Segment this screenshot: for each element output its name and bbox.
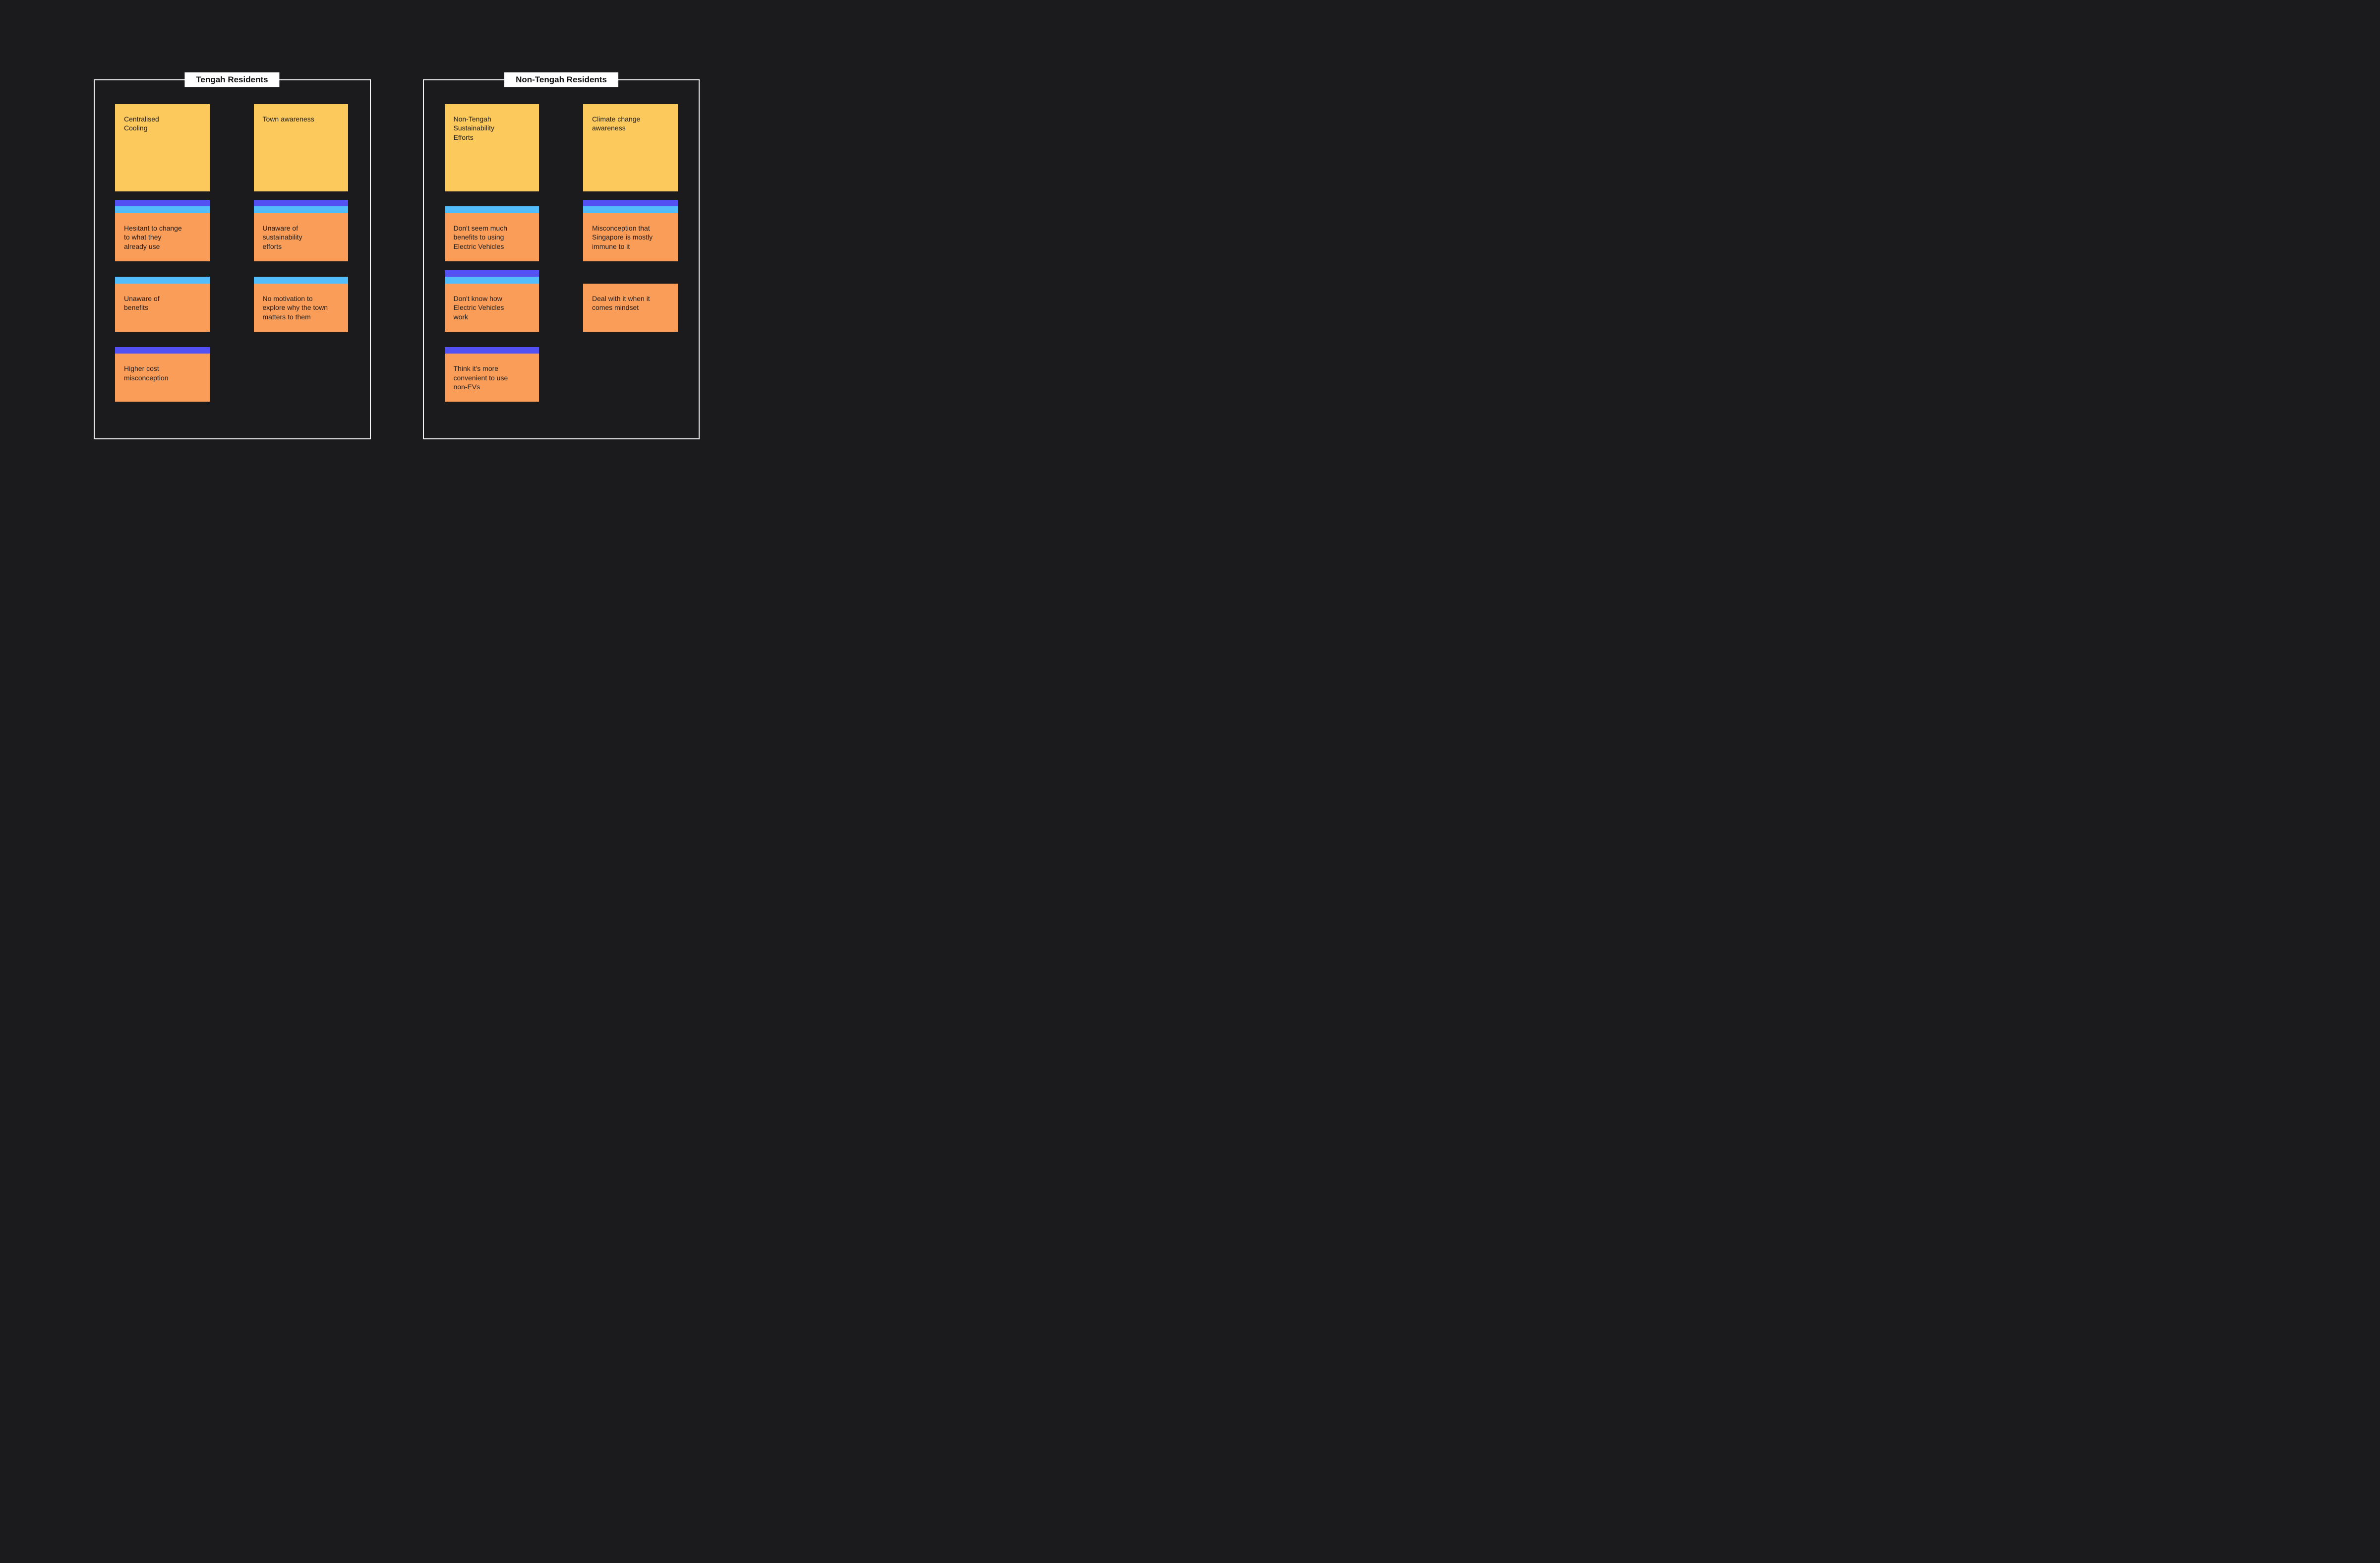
sticky-note[interactable]: Don't seem much benefits to using Electr… [444, 206, 539, 262]
sticky-note[interactable]: Misconception that Singapore is mostly i… [583, 199, 678, 262]
sticky-note-text: Don't know how Electric Vehicles work [453, 294, 504, 321]
frame-title-non-tengah-residents[interactable]: Non-Tengah Residents [504, 72, 618, 87]
sticky-note-text: Hesitant to change to what they already … [124, 224, 182, 251]
tag-strip-blue[interactable] [115, 276, 210, 284]
frame-title-tengah-residents[interactable]: Tengah Residents [184, 72, 280, 87]
tag-strip-blue[interactable] [115, 206, 210, 213]
sticky-note-header[interactable]: Climate change awareness [583, 104, 678, 191]
sticky-note[interactable]: Higher cost misconception [115, 347, 210, 402]
sticky-note[interactable]: Deal with it when it comes mindset [583, 283, 678, 332]
tag-strip-purple[interactable] [444, 347, 539, 354]
sticky-note[interactable]: Hesitant to change to what they already … [115, 199, 210, 262]
sticky-note[interactable]: Unaware of benefits [115, 276, 210, 332]
sticky-note-text: Think it's more convenient to use non-EV… [453, 364, 508, 391]
sticky-note[interactable]: No motivation to explore why the town ma… [253, 276, 349, 332]
tag-strip-blue[interactable] [253, 206, 349, 213]
sticky-note-text: Higher cost misconception [124, 364, 169, 382]
sticky-note-header[interactable]: Town awareness [253, 104, 349, 191]
sticky-note-header[interactable]: Non-Tengah Sustainability Efforts [444, 104, 539, 191]
sticky-note-text: Misconception that Singapore is mostly i… [592, 224, 653, 251]
sticky-note-text: Deal with it when it comes mindset [592, 294, 650, 312]
tag-strip-purple[interactable] [115, 199, 210, 206]
sticky-note-text: Unaware of benefits [124, 294, 160, 312]
frame-non-tengah-residents: Non-Tengah Residents Non-Tengah Sustaina… [423, 72, 700, 439]
sticky-note-text: Unaware of sustainability efforts [262, 224, 302, 251]
tag-strip-blue[interactable] [444, 276, 539, 284]
tag-strip-blue[interactable] [253, 276, 349, 284]
tag-strip-purple[interactable] [115, 347, 210, 354]
sticky-note-text: Non-Tengah Sustainability Efforts [453, 115, 495, 142]
sticky-note[interactable]: Don't know how Electric Vehicles work [444, 270, 539, 332]
sticky-note[interactable]: Unaware of sustainability efforts [253, 199, 349, 262]
sticky-note[interactable]: Think it's more convenient to use non-EV… [444, 347, 539, 402]
tag-strip-blue[interactable] [583, 206, 678, 213]
sticky-note-text: Climate change awareness [592, 115, 641, 132]
tag-strip-purple[interactable] [583, 199, 678, 206]
sticky-note-text: Don't seem much benefits to using Electr… [453, 224, 508, 251]
tag-strip-purple[interactable] [253, 199, 349, 206]
tag-strip-purple[interactable] [444, 270, 539, 277]
sticky-note-header[interactable]: Centralised Cooling [115, 104, 210, 191]
sticky-note-text: No motivation to explore why the town ma… [262, 294, 328, 321]
sticky-note-text: Centralised Cooling [124, 115, 159, 132]
tag-strip-blue[interactable] [444, 206, 539, 213]
sticky-note-text: Town awareness [262, 115, 314, 123]
